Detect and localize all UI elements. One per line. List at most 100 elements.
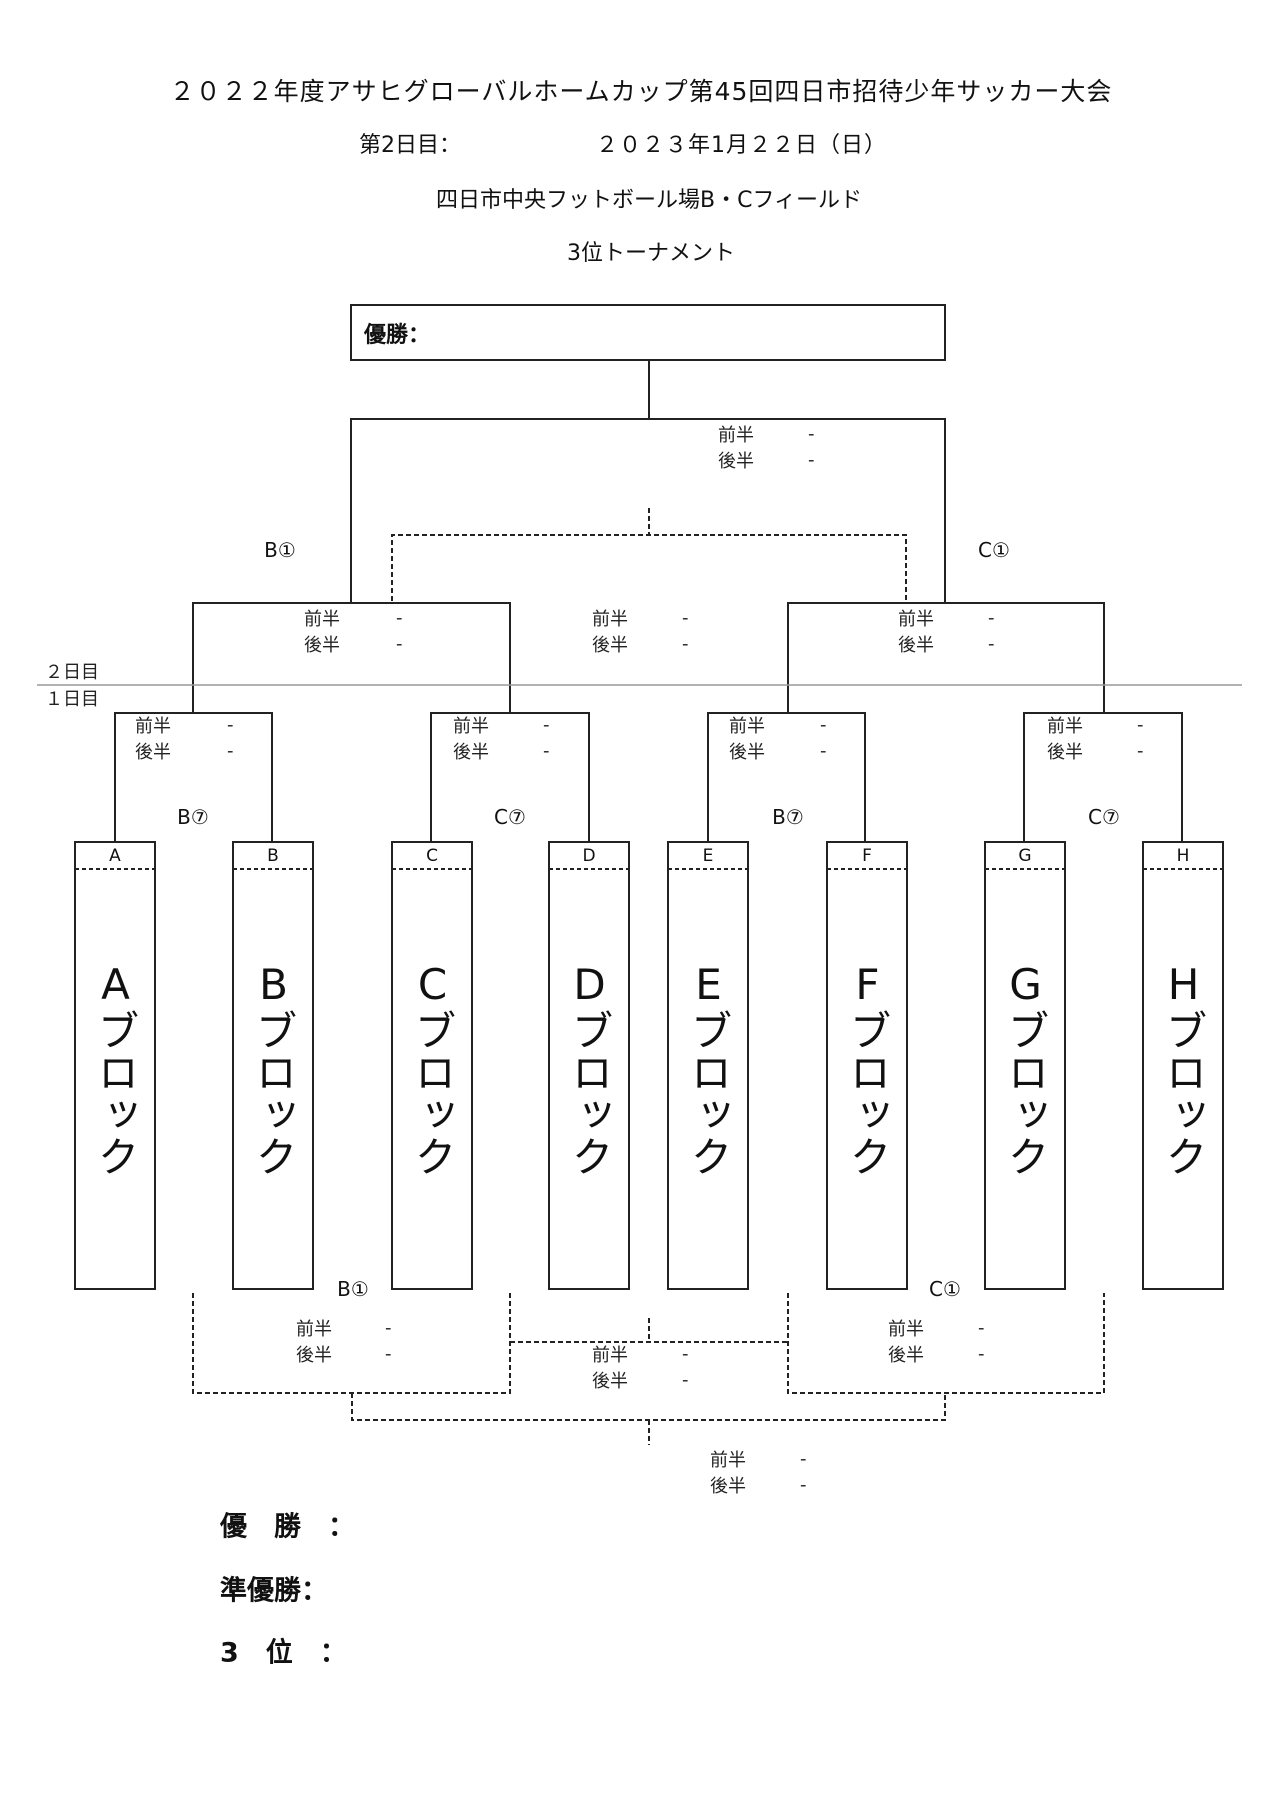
block-code: A	[109, 846, 121, 866]
first-half-label: 前半	[453, 716, 489, 737]
result-runner-up-label: 準優勝：	[220, 1575, 328, 1607]
block-name: Hブロック	[1159, 960, 1208, 1177]
block-name-cell: Cブロック	[392, 960, 472, 1200]
winner-box-label: 優勝：	[364, 323, 431, 348]
seed-label: B⑦	[177, 805, 209, 829]
block-name: Bブロック	[249, 960, 298, 1177]
block-name-cell: Dブロック	[549, 960, 629, 1200]
block-name: Gブロック	[1001, 960, 1050, 1177]
second-half-score: -	[543, 740, 550, 762]
first-half-score: -	[396, 607, 403, 629]
result-third-label: 3 位 ：	[220, 1637, 347, 1669]
second-half-score: -	[1137, 740, 1144, 762]
block-name: Dブロック	[565, 960, 614, 1177]
second-half-score: -	[682, 633, 689, 655]
third-place-top-dashed	[391, 508, 907, 601]
second-half-label: 後半	[888, 1345, 924, 1366]
consolation-right-dashed	[787, 1293, 1105, 1394]
block-name: Cブロック	[408, 960, 457, 1177]
second-half-label: 後半	[729, 742, 765, 763]
block-name: Eブロック	[684, 960, 733, 1177]
block-name-cell: Aブロック	[75, 960, 155, 1200]
block-box	[548, 841, 630, 1290]
block-code: H	[1176, 846, 1190, 866]
final-connector	[350, 360, 946, 603]
second-half-score: -	[396, 633, 403, 655]
second-half-label: 後半	[304, 635, 340, 656]
match-date: ２０２３年1月２２日（日）	[596, 133, 887, 158]
first-half-score: -	[227, 714, 234, 736]
first-half-score: -	[1137, 714, 1144, 736]
block-box	[1142, 841, 1224, 1290]
first-half-score: -	[682, 1343, 689, 1365]
day2-marker: ２日目	[45, 662, 99, 683]
block-box	[232, 841, 314, 1290]
first-half-label: 前半	[592, 609, 628, 630]
second-half-score: -	[808, 449, 815, 471]
consolation-left-dashed	[192, 1293, 511, 1394]
seed-label: C⑦	[1088, 805, 1120, 829]
first-half-score: -	[385, 1317, 392, 1339]
seed-label: C①	[978, 538, 1010, 562]
second-half-score: -	[800, 1474, 807, 1496]
qf-bracket-4	[1023, 712, 1183, 842]
block-name: Fブロック	[843, 960, 892, 1177]
block-name-cell: Eブロック	[668, 960, 748, 1200]
first-half-label: 前半	[729, 716, 765, 737]
block-name-cell: Bブロック	[233, 960, 313, 1200]
consolation-final-dashed	[351, 1393, 946, 1445]
seed-label: C①	[929, 1277, 961, 1301]
second-half-score: -	[682, 1369, 689, 1391]
first-half-score: -	[988, 607, 995, 629]
semi-right-bracket	[787, 602, 1105, 713]
first-half-score: -	[808, 423, 815, 445]
block-box	[391, 841, 473, 1290]
block-name-cell: Gブロック	[985, 960, 1065, 1200]
second-half-label: 後半	[1047, 742, 1083, 763]
first-half-label: 前半	[592, 1345, 628, 1366]
second-half-label: 後半	[453, 742, 489, 763]
second-half-score: -	[978, 1343, 985, 1365]
block-code: B	[267, 846, 279, 866]
tournament-name: 3位トーナメント	[567, 241, 735, 266]
block-code: E	[702, 846, 714, 866]
first-half-score: -	[800, 1448, 807, 1470]
block-code: F	[862, 846, 872, 866]
second-half-score: -	[820, 740, 827, 762]
block-box	[984, 841, 1066, 1290]
winner-box	[350, 304, 946, 361]
second-half-score: -	[227, 740, 234, 762]
qf-bracket-2	[430, 712, 590, 842]
first-half-score: -	[543, 714, 550, 736]
day-label: 第2日目：	[359, 133, 461, 158]
first-half-label: 前半	[304, 609, 340, 630]
block-code: G	[1018, 846, 1032, 866]
block-box	[74, 841, 156, 1290]
block-box	[667, 841, 749, 1290]
first-half-score: -	[978, 1317, 985, 1339]
first-half-score: -	[820, 714, 827, 736]
block-code: D	[582, 846, 596, 866]
second-half-label: 後半	[592, 635, 628, 656]
first-half-label: 前半	[718, 425, 754, 446]
page-title: ２０２２年度アサヒグローバルホームカップ第45回四日市招待少年サッカー大会	[169, 77, 1113, 106]
block-box	[826, 841, 908, 1290]
first-half-label: 前半	[135, 716, 171, 737]
first-half-label: 前半	[898, 609, 934, 630]
second-half-label: 後半	[592, 1371, 628, 1392]
second-half-label: 後半	[718, 451, 754, 472]
result-winner-label: 優 勝 ：	[220, 1511, 355, 1543]
seed-label: C⑦	[494, 805, 526, 829]
second-half-label: 後半	[710, 1476, 746, 1497]
block-name-cell: Hブロック	[1143, 960, 1223, 1200]
second-half-score: -	[988, 633, 995, 655]
block-code: C	[426, 846, 438, 866]
block-name: Aブロック	[91, 960, 140, 1177]
day1-marker: １日目	[45, 689, 99, 710]
first-half-label: 前半	[296, 1319, 332, 1340]
block-name-cell: Fブロック	[827, 960, 907, 1200]
first-half-label: 前半	[888, 1319, 924, 1340]
first-half-label: 前半	[1047, 716, 1083, 737]
second-half-label: 後半	[296, 1345, 332, 1366]
seed-label: B⑦	[772, 805, 804, 829]
